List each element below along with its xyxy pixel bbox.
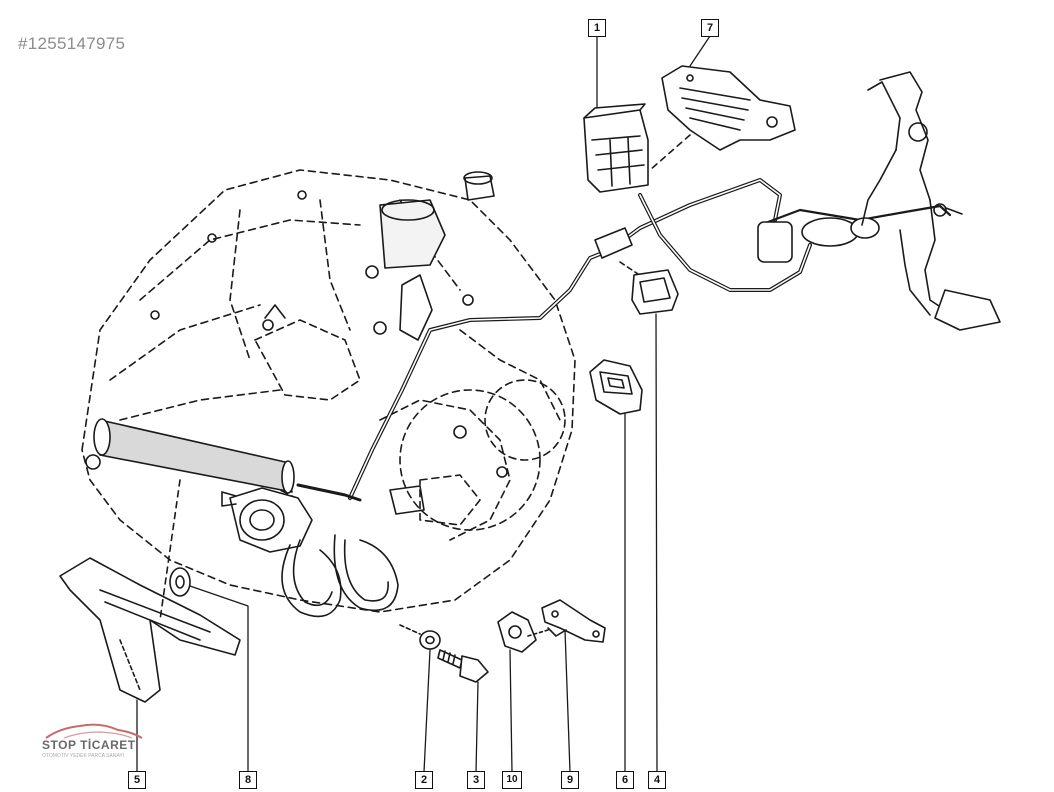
callout-5: 5 [128,771,146,789]
part-5-sleeve [93,418,295,494]
housing-details [85,171,508,515]
part-4-clip [619,261,679,315]
slave-cylinder [221,487,399,618]
callout-1: 1 [588,19,606,37]
callout-8: 8 [239,771,257,789]
part-7-bracket [649,65,796,171]
callout-9: 9 [561,771,579,789]
part-5-bracket [59,479,241,703]
gearbox-housing [81,169,576,613]
part-9-bracket [541,599,606,643]
callout-6: 6 [616,771,634,789]
callout-2: 2 [415,771,433,789]
callout-7: 7 [701,19,719,37]
part-2-washer [399,624,441,650]
callout-10: 10 [502,771,522,789]
part-1-reservoir [583,103,649,193]
part-10-clip [497,611,549,653]
clutch-pedal-assembly [757,71,1001,331]
watermark-tagline: OTOMOTIV YEDEK PARCA SANAYI [42,753,125,759]
callout-4: 4 [648,771,666,789]
stock-image-id: #1255147975 [18,34,126,53]
watermark-name: STOP TİCARET [42,738,136,752]
leader-lines [136,35,711,773]
callout-3: 3 [467,771,485,789]
clutch-hydraulic-pipe [296,178,812,502]
part-3-bolt [437,649,489,683]
watermark-logo: STOP TİCARET OTOMOTIV YEDEK PARCA SANAYI [40,716,160,766]
part-8-grommet [169,567,191,597]
car-silhouette-icon [45,723,143,739]
part-6-clip [589,359,643,415]
